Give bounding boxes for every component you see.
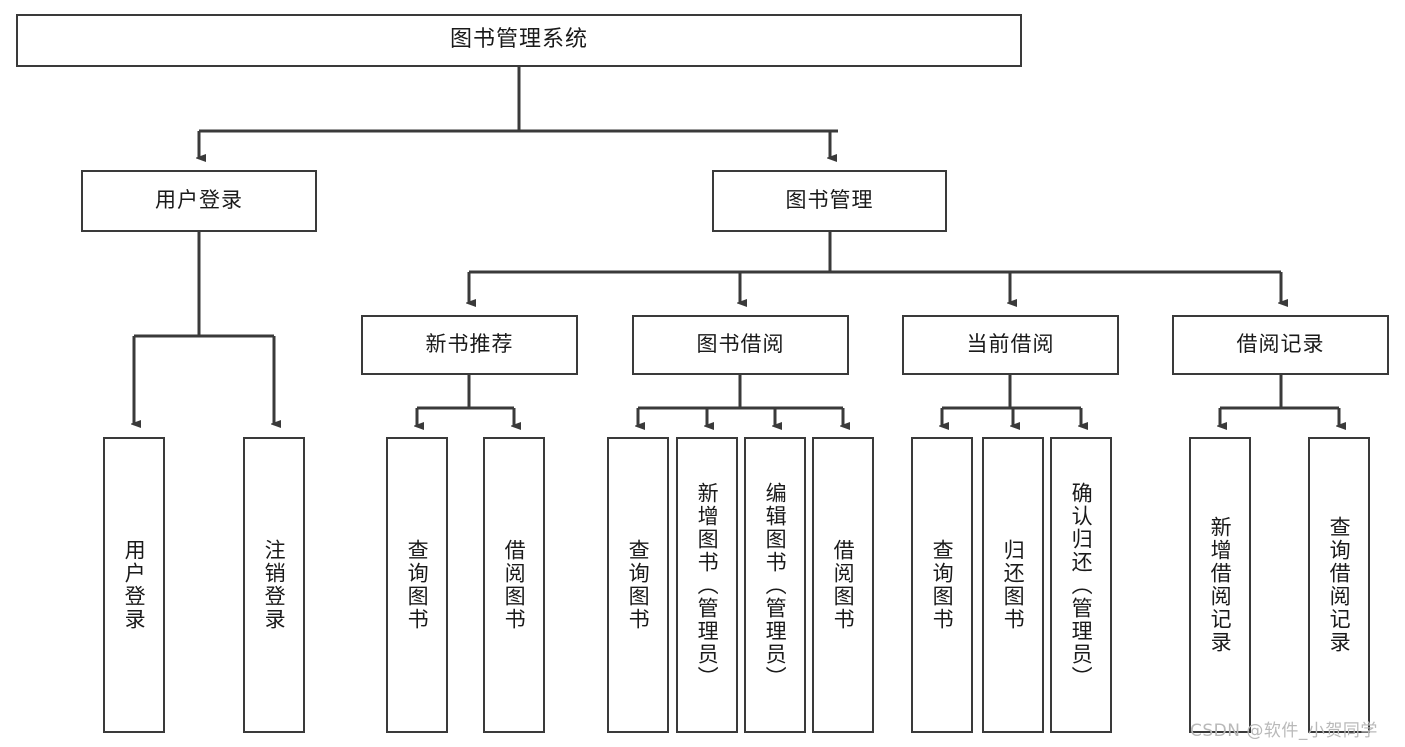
node-current-borrow[interactable]: 当前借阅 bbox=[902, 315, 1119, 375]
node-leaf-query-book-3[interactable]: 查询图书 bbox=[911, 437, 973, 733]
node-book-borrow[interactable]: 图书借阅 bbox=[632, 315, 849, 375]
node-leaf-add-book[interactable]: 新增图书（管理员） bbox=[676, 437, 738, 733]
node-new-book-recommend[interactable]: 新书推荐 bbox=[361, 315, 578, 375]
node-borrow-record[interactable]: 借阅记录 bbox=[1172, 315, 1389, 375]
node-leaf-user-login[interactable]: 用户登录 bbox=[103, 437, 165, 733]
node-leaf-query-book-2[interactable]: 查询图书 bbox=[607, 437, 669, 733]
node-leaf-logout[interactable]: 注销登录 bbox=[243, 437, 305, 733]
node-user-login[interactable]: 用户登录 bbox=[81, 170, 317, 232]
node-book-manage[interactable]: 图书管理 bbox=[712, 170, 947, 232]
node-leaf-query-record[interactable]: 查询借阅记录 bbox=[1308, 437, 1370, 733]
node-leaf-borrow-book-2[interactable]: 借阅图书 bbox=[812, 437, 874, 733]
node-leaf-edit-book[interactable]: 编辑图书（管理员） bbox=[744, 437, 806, 733]
node-leaf-add-record[interactable]: 新增借阅记录 bbox=[1189, 437, 1251, 733]
watermark-text: CSDN @软件_小贺同学 bbox=[1190, 721, 1378, 741]
node-leaf-return-book[interactable]: 归还图书 bbox=[982, 437, 1044, 733]
node-leaf-query-book-1[interactable]: 查询图书 bbox=[386, 437, 448, 733]
node-leaf-borrow-book-1[interactable]: 借阅图书 bbox=[483, 437, 545, 733]
node-leaf-confirm-return[interactable]: 确认归还（管理员） bbox=[1050, 437, 1112, 733]
node-root[interactable]: 图书管理系统 bbox=[16, 14, 1022, 67]
